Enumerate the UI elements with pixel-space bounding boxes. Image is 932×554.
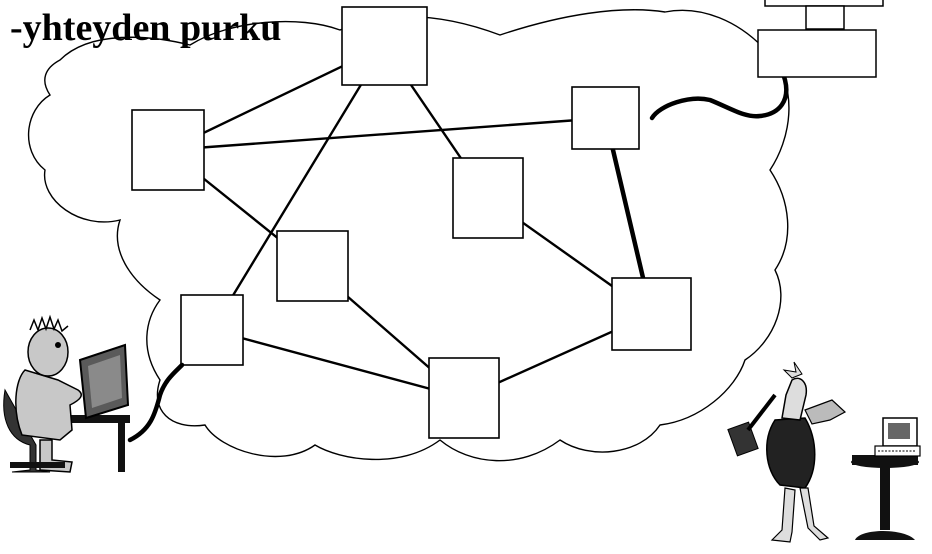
network-link	[210, 44, 386, 332]
person-with-hammer-icon	[727, 361, 847, 543]
network-node	[611, 277, 692, 351]
network-link	[210, 328, 466, 400]
network-node	[452, 157, 524, 239]
network-node	[276, 230, 349, 302]
computer-on-table-icon	[851, 417, 921, 540]
network-node	[428, 357, 500, 439]
network-node	[571, 86, 640, 150]
slide-title: -yhteyden purku	[10, 7, 282, 49]
network-link	[166, 116, 607, 152]
network-node	[341, 6, 428, 86]
network-node	[180, 294, 244, 366]
network-node	[131, 109, 205, 191]
user-at-computer-icon	[3, 314, 130, 473]
user-cable	[127, 362, 185, 443]
server-computer-icon	[757, 0, 884, 78]
